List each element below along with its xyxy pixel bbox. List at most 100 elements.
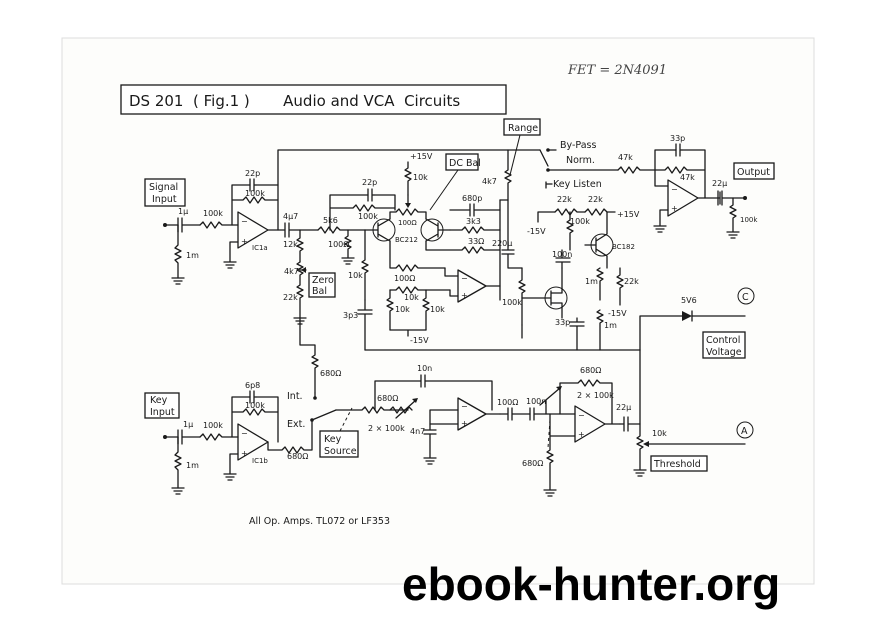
- label-v-pos15-a: +15V: [410, 152, 433, 161]
- label-v-neg15-b: -15V: [527, 227, 546, 236]
- label-r-in-bot: 100k: [203, 421, 223, 430]
- pot-2x100k-a: [389, 399, 417, 419]
- threshold-label: Threshold: [653, 459, 701, 470]
- cap-22p-ic1a: [249, 178, 257, 192]
- svg-text:+: +: [461, 419, 468, 428]
- opamp-out: [667, 179, 699, 217]
- opamp-out-wires: [653, 169, 721, 233]
- res-1m-a: [596, 267, 604, 301]
- label-r-680n-b: 680Ω: [287, 452, 308, 461]
- signal-input-box: [144, 178, 186, 207]
- label-c-680p: 680p: [462, 194, 482, 203]
- label-r-12k: 12k: [283, 240, 298, 249]
- svg-text:+: +: [241, 449, 248, 458]
- pot-2x100k-b: [539, 387, 561, 415]
- bc182-leads: [584, 211, 608, 269]
- label-r-100k-c: 100k: [502, 298, 522, 307]
- res-47k-a: [617, 166, 656, 174]
- label-c-22u-out: 22μ: [712, 179, 727, 188]
- gnd-bot-in: [171, 487, 185, 495]
- label-r-10k-mid: 10k: [404, 293, 419, 302]
- lower-rail: [364, 324, 641, 351]
- label-r-100k-b: 100k: [358, 212, 378, 221]
- svg-text:−: −: [461, 274, 468, 283]
- label-r-100n-mid: 100Ω: [394, 274, 415, 283]
- res-10k-br: [422, 289, 430, 331]
- res-22k-c: [616, 267, 624, 306]
- neg15-rail-a: [389, 329, 427, 337]
- signal-input-label-2: Input: [152, 194, 177, 205]
- label-bc182: BC182: [612, 243, 635, 251]
- key-source-label-2: Source: [324, 446, 357, 457]
- label-r-10k-left: 10k: [348, 271, 363, 280]
- label-ext: Ext.: [287, 419, 305, 430]
- ic1b-feedback: [231, 396, 279, 443]
- key-input-box: [144, 392, 180, 419]
- dc-bal-pot: [389, 194, 427, 220]
- label-r-33n: 33Ω: [468, 237, 484, 246]
- title-text: DS 201 ( Fig.1 ) Audio and VCA Circuits: [129, 92, 460, 110]
- label-norm: Norm.: [566, 155, 595, 166]
- res-100n-a: [341, 229, 355, 265]
- res-680n-e: [543, 413, 576, 497]
- res-10k-top: [404, 161, 412, 196]
- control-voltage-label-1: Control: [706, 335, 740, 346]
- label-r-47k-b: 47k: [680, 173, 695, 182]
- label-c-10n: 10n: [417, 364, 432, 373]
- svg-text:+: +: [671, 204, 678, 213]
- ic1a-gnd: [223, 241, 239, 269]
- key-listen-switch: [545, 181, 553, 189]
- label-r-680n-d: 680Ω: [580, 366, 601, 375]
- input-node-bottom: [163, 435, 167, 439]
- range-label: Range: [508, 123, 538, 134]
- svg-text:−: −: [671, 185, 678, 194]
- opamp-ic1a: [237, 211, 269, 249]
- res-100n-e: [499, 407, 531, 421]
- key-source-label-1: Key: [324, 434, 342, 445]
- svg-text:+: +: [578, 430, 585, 439]
- terminal-c: [737, 287, 755, 305]
- label-r-680n-e: 680Ω: [522, 459, 543, 468]
- handwritten-fet-note: FET = 2N4091: [567, 63, 667, 78]
- range-arrow: [509, 134, 521, 176]
- top-bus: [277, 149, 541, 186]
- res-1m-top: [174, 224, 182, 279]
- key-source-dash: [339, 407, 353, 432]
- cap-3p3: [357, 299, 373, 351]
- label-bc212: BC212: [395, 236, 418, 244]
- res-100k-in-bot: [199, 433, 239, 441]
- label-r-100n-a: 100Ω: [328, 240, 349, 249]
- label-r-fb-top: 100k: [245, 189, 265, 198]
- res-22k-a: [554, 208, 586, 216]
- terminal-a-label: A: [741, 426, 748, 437]
- terminal-c-label: C: [742, 292, 749, 303]
- ic1b-gnd: [223, 453, 239, 481]
- label-r-100n-pair: 100Ω: [398, 219, 417, 227]
- res-12k: [296, 229, 304, 263]
- cap-680p: [449, 203, 501, 217]
- res-680n-b: [267, 419, 313, 454]
- label-r-10k-top: 10k: [413, 173, 428, 182]
- label-r-fb-bot: 100k: [245, 401, 265, 410]
- output-label: Output: [737, 167, 770, 178]
- signal-input-label-1: Signal: [149, 182, 178, 193]
- label-r-100k-out: 100k: [740, 216, 758, 224]
- svg-text:−: −: [241, 429, 248, 438]
- zero-bal-box: [308, 272, 336, 298]
- opamp-ic1b: [237, 423, 269, 461]
- cap-10n: [374, 374, 493, 411]
- cap-22u-bot: [619, 416, 641, 432]
- range-box: [503, 118, 541, 136]
- label-r-22k-a: 22k: [557, 195, 572, 204]
- svg-text:−: −: [461, 402, 468, 411]
- output-node: [743, 196, 747, 200]
- res-100k-in-top: [199, 221, 239, 229]
- control-voltage-box: [702, 331, 746, 359]
- label-r-1m-a: 1m: [585, 277, 598, 286]
- res-10k-thr: [633, 349, 746, 477]
- label-r-gnd-bot: 1m: [186, 461, 199, 470]
- pot-2x100k-b-arrow: [556, 386, 562, 391]
- label-c-coupling-top: 4μ7: [283, 212, 298, 221]
- label-c-in-bot: 1μ: [183, 420, 193, 429]
- label-pot-2x100k-b: 2 × 100k: [577, 391, 614, 400]
